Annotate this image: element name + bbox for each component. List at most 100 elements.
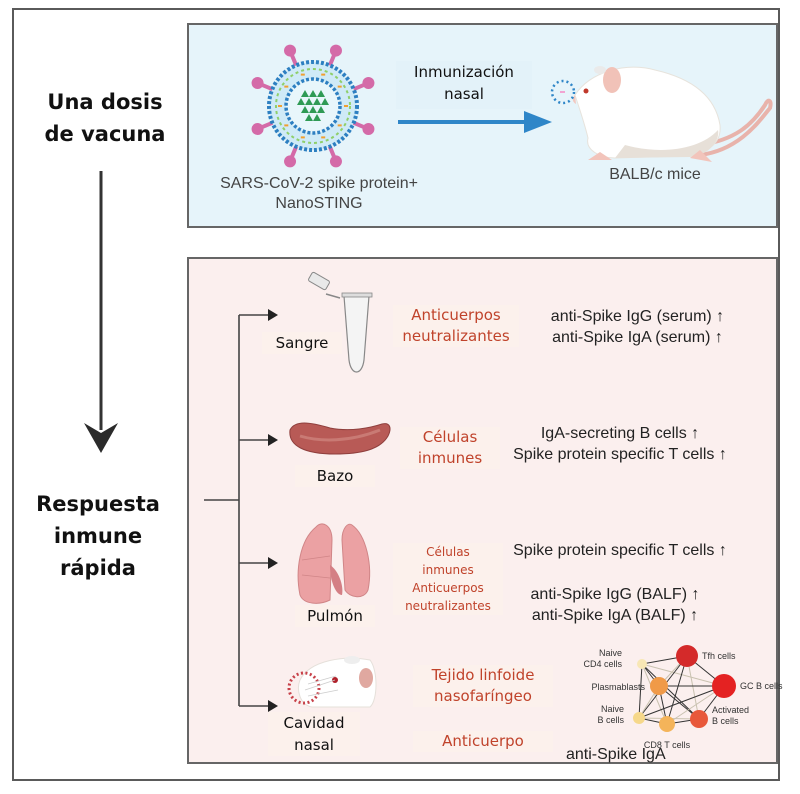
spike-head — [362, 77, 375, 90]
organ-label-text: Pulmón — [307, 607, 363, 625]
result-line: Spike protein specific T cells ↑ — [513, 542, 727, 559]
result-line: anti-Spike IgA (BALF) ↑ — [531, 607, 699, 624]
result-line: anti-Spike IgA (serum) ↑ — [552, 329, 723, 346]
category-text: Anticuerpos — [412, 581, 484, 595]
organ-label-text: Cavidad — [283, 714, 345, 732]
category-text: neutralizantes — [405, 599, 491, 613]
mouse-caption: BALB/c mice — [609, 166, 701, 183]
network-node-label: GC B cells — [740, 681, 783, 691]
category-text: neutralizantes — [402, 327, 510, 345]
result-line: IgA-secreting B cells ↑ — [540, 425, 700, 442]
category-text: Anticuerpos — [411, 306, 501, 324]
organ-label-nasal: Cavidad nasal — [268, 712, 360, 756]
green-layer — [275, 68, 351, 144]
network-node-label: CD4 cells — [583, 659, 622, 669]
result-line: anti-Spike IgG (BALF) ↑ — [530, 586, 700, 603]
spike-protein-antigen — [317, 90, 325, 97]
network-node-plasmablasts — [650, 677, 668, 695]
spike-protein-antigen — [313, 98, 321, 105]
spike-protein-antigen — [297, 98, 305, 105]
network-node-label: B cells — [597, 715, 624, 725]
network-node-label: B cells — [712, 716, 739, 726]
organ-label-lung: Pulmón — [295, 605, 375, 627]
spike-protein-antigen — [309, 106, 317, 113]
sting-agonist — [284, 124, 289, 127]
lungs-icon — [297, 523, 371, 604]
sting-agonist — [300, 136, 305, 139]
sting-agonist — [321, 73, 326, 76]
category-text: Células — [422, 428, 478, 446]
sting-agonist — [284, 85, 289, 88]
vaccine-caption-line: NanoSTING — [275, 195, 363, 212]
sting-agonist — [344, 105, 348, 107]
category-text: Células — [426, 545, 470, 559]
organ-label-text: Sangre — [275, 334, 329, 352]
dose-title: Una dosis de vacuna — [30, 86, 180, 150]
route-label-line: nasal — [444, 85, 484, 103]
network-node-gcb — [712, 674, 736, 698]
spike-head — [284, 155, 297, 168]
network-node-label: Naive — [601, 704, 624, 714]
category-label-nalt: Tejido linfoide nasofaríngeo — [413, 665, 553, 707]
spike-protein-antigen — [317, 106, 325, 113]
branch-connectors — [204, 314, 272, 707]
spike-protein-antigen — [305, 98, 313, 105]
spike-protein-antigen — [313, 114, 321, 121]
category-text: nasofaríngeo — [434, 687, 532, 705]
network-node-label: CD8 T cells — [644, 740, 691, 750]
network-node-label: Tfh cells — [702, 651, 736, 661]
network-node-activated-b — [690, 710, 708, 728]
spike-protein-antigen — [301, 90, 309, 97]
network-node-cd8t — [659, 716, 675, 732]
nanosting-particle-icon — [251, 44, 375, 168]
category-label-nasal-antibody: Anticuerpo — [413, 731, 553, 752]
network-node-label: Naive — [599, 648, 622, 658]
network-node-tfh — [676, 645, 698, 667]
spike-head — [329, 155, 342, 168]
timeline-arrow — [84, 171, 118, 453]
spike-protein-antigen — [301, 106, 309, 113]
spike-head — [362, 122, 375, 135]
results-lung-tcells: Spike protein specific T cells ↑ — [500, 540, 740, 561]
network-node-label: Plasmablasts — [591, 682, 645, 692]
spike-head — [284, 44, 297, 57]
network-edge — [638, 663, 643, 719]
spleen-icon — [289, 422, 391, 455]
results-nasal: anti-Spike IgA — [566, 744, 676, 765]
sting-agonist — [337, 124, 342, 127]
category-text: Tejido linfoide — [431, 666, 535, 684]
microtube-icon — [308, 271, 373, 373]
route-label-line: Inmunización — [414, 63, 514, 81]
dose-title-line: de vacuna — [44, 122, 166, 146]
network-edge — [641, 663, 700, 720]
response-title-line: inmune — [53, 524, 143, 548]
results-lung-antibodies: anti-Spike IgG (BALF) ↑ anti-Spike IgA (… — [505, 584, 725, 626]
route-arrow-icon — [398, 111, 552, 133]
dose-title-line: Una dosis — [47, 90, 163, 114]
sting-agonist — [278, 105, 282, 107]
category-label-blood: Anticuerpos neutralizantes — [393, 305, 519, 347]
category-label-lung: Células inmunes Anticuerpos neutralizant… — [393, 543, 503, 615]
sting-agonist — [337, 85, 342, 88]
organ-label-blood: Sangre — [262, 332, 342, 354]
response-title-line: rápida — [60, 556, 136, 580]
network-node-naive-b — [633, 712, 645, 724]
results-spleen: IgA-secreting B cells ↑ Spike protein sp… — [500, 423, 740, 465]
response-title-line: Respuesta — [36, 492, 160, 516]
vaccine-caption: SARS-CoV-2 spike protein+ NanoSTING — [189, 174, 449, 214]
mouse-nose-icon — [287, 656, 377, 708]
spike-protein-antigen — [305, 114, 313, 121]
results-blood: anti-Spike IgG (serum) ↑ anti-Spike IgA … — [530, 306, 745, 348]
category-text: Anticuerpo — [442, 732, 524, 750]
sting-agonist — [300, 73, 305, 76]
spike-protein-antigen — [309, 90, 317, 97]
sting-agonist — [321, 136, 326, 139]
route-label: Inmunización nasal — [396, 61, 532, 109]
organ-label-text: nasal — [294, 736, 334, 754]
spike-head — [251, 77, 264, 90]
network-edge — [641, 663, 725, 687]
result-line: Spike protein specific T cells ↑ — [513, 446, 727, 463]
network-node-naive-cd4 — [637, 659, 647, 669]
